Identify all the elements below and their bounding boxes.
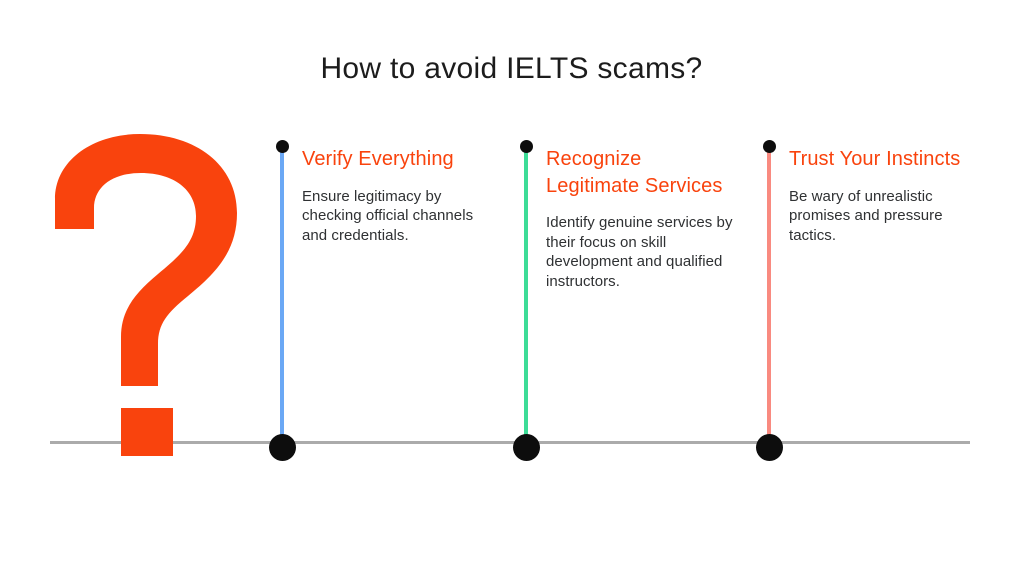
milestone-dot-top-1 <box>276 140 289 153</box>
milestone-dot-bottom-3 <box>756 434 783 461</box>
milestone-body-3: Be wary of unrealistic promises and pres… <box>789 187 943 244</box>
milestone-connector-line-3 <box>767 146 771 446</box>
milestone-heading-1: Verify Everything <box>302 148 454 170</box>
milestone-text-3: Trust Your Instincts Be wary of unrealis… <box>789 146 989 245</box>
milestone-text-1: Verify Everything Ensure legitimacy by c… <box>302 146 494 245</box>
milestone-connector-line-2 <box>524 146 528 446</box>
question-mark-icon <box>44 134 272 456</box>
milestone-connector-line-1 <box>280 146 284 446</box>
milestone-heading-3: Trust Your Instincts <box>789 148 961 170</box>
milestone-body-2: Identify genuine services by their focus… <box>546 214 733 290</box>
page-title: How to avoid IELTS scams? <box>320 52 703 85</box>
milestone-heading-2: Recognize Legitimate Services <box>546 148 723 197</box>
milestone-dot-bottom-2 <box>513 434 540 461</box>
baseline-axis <box>50 441 970 444</box>
milestone-text-2: Recognize Legitimate Services Identify g… <box>546 146 736 291</box>
milestone-body-1: Ensure legitimacy by checking official c… <box>302 187 474 244</box>
milestone-dot-bottom-1 <box>269 434 296 461</box>
milestone-dot-top-3 <box>763 140 776 153</box>
milestone-dot-top-2 <box>520 140 533 153</box>
